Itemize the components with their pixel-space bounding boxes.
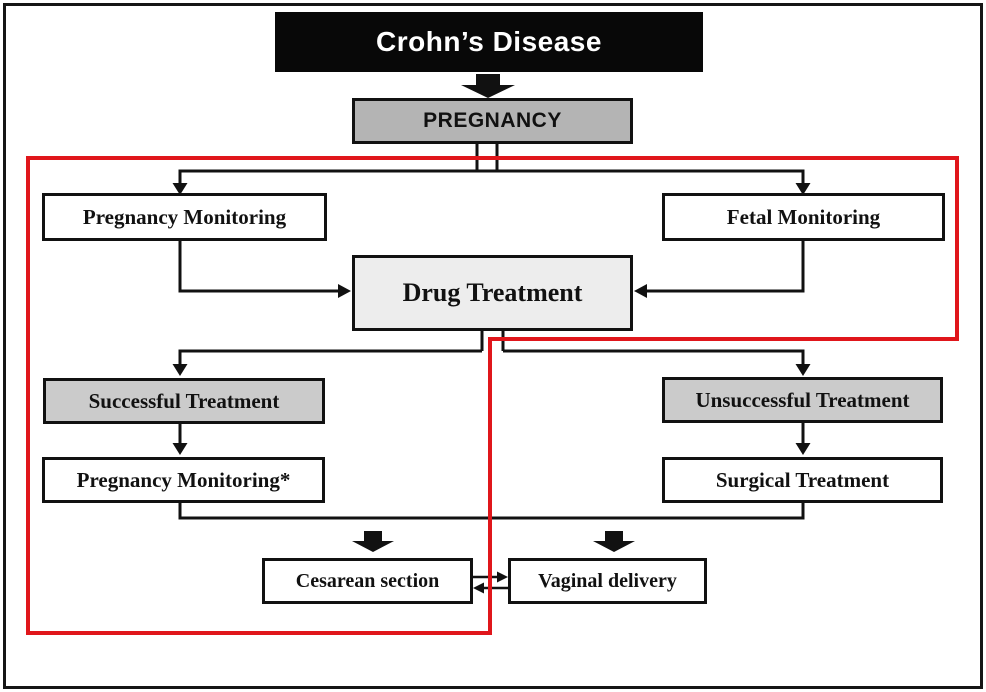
block-arrows xyxy=(352,74,635,552)
node-pregnancy-monitoring-followup-label: Pregnancy Monitoring* xyxy=(76,467,291,492)
node-crohns-disease: Crohn’s Disease xyxy=(275,12,703,72)
node-successful-treatment: Successful Treatment xyxy=(43,378,325,424)
block-arrow-down-icon xyxy=(352,531,394,552)
arrowhead-down-icon xyxy=(795,443,811,455)
fetal-monitoring-to-drug-line xyxy=(646,241,805,293)
red-highlight-outline xyxy=(26,156,959,635)
node-unsuccessful-treatment-label: Unsuccessful Treatment xyxy=(695,387,910,412)
arrowhead-down-icon xyxy=(795,364,811,376)
arrowhead-left-icon xyxy=(473,582,484,594)
pregnancy-monitoring-to-drug-line xyxy=(178,241,339,293)
node-cesarean-section: Cesarean section xyxy=(262,558,473,604)
arrowhead-down-icon xyxy=(795,183,811,195)
arrowhead-down-icon xyxy=(172,443,188,455)
arrowhead-down-icon xyxy=(172,183,188,195)
node-pregnancy-monitoring-label: Pregnancy Monitoring xyxy=(82,204,287,229)
arrowheads xyxy=(172,183,811,455)
node-vaginal-delivery-label: Vaginal delivery xyxy=(538,569,677,592)
arrowhead-right-icon xyxy=(338,284,351,298)
node-drug-treatment-label: Drug Treatment xyxy=(402,278,583,308)
block-arrow-down-icon xyxy=(593,531,635,552)
diagram-border xyxy=(3,3,983,689)
arrowhead-left-icon xyxy=(634,284,647,298)
node-unsuccessful-treatment: Unsuccessful Treatment xyxy=(662,377,943,423)
node-pregnancy-label: PREGNANCY xyxy=(423,108,562,132)
node-cesarean-section-label: Cesarean section xyxy=(295,569,440,592)
node-pregnancy: PREGNANCY xyxy=(352,98,633,144)
node-drug-treatment: Drug Treatment xyxy=(352,255,633,331)
node-fetal-monitoring-label: Fetal Monitoring xyxy=(726,204,881,229)
black-connectors xyxy=(178,143,805,520)
node-crohns-disease-label: Crohn’s Disease xyxy=(376,26,602,58)
node-pregnancy-monitoring-followup: Pregnancy Monitoring* xyxy=(42,457,325,503)
block-arrow-down-icon xyxy=(461,74,515,98)
node-surgical-treatment: Surgical Treatment xyxy=(662,457,943,503)
arrowhead-down-icon xyxy=(172,364,188,376)
node-fetal-monitoring: Fetal Monitoring xyxy=(662,193,945,241)
node-pregnancy-monitoring: Pregnancy Monitoring xyxy=(42,193,327,241)
node-vaginal-delivery: Vaginal delivery xyxy=(508,558,707,604)
node-successful-treatment-label: Successful Treatment xyxy=(88,388,280,413)
arrowhead-right-icon xyxy=(497,571,508,583)
node-surgical-treatment-label: Surgical Treatment xyxy=(715,467,890,492)
